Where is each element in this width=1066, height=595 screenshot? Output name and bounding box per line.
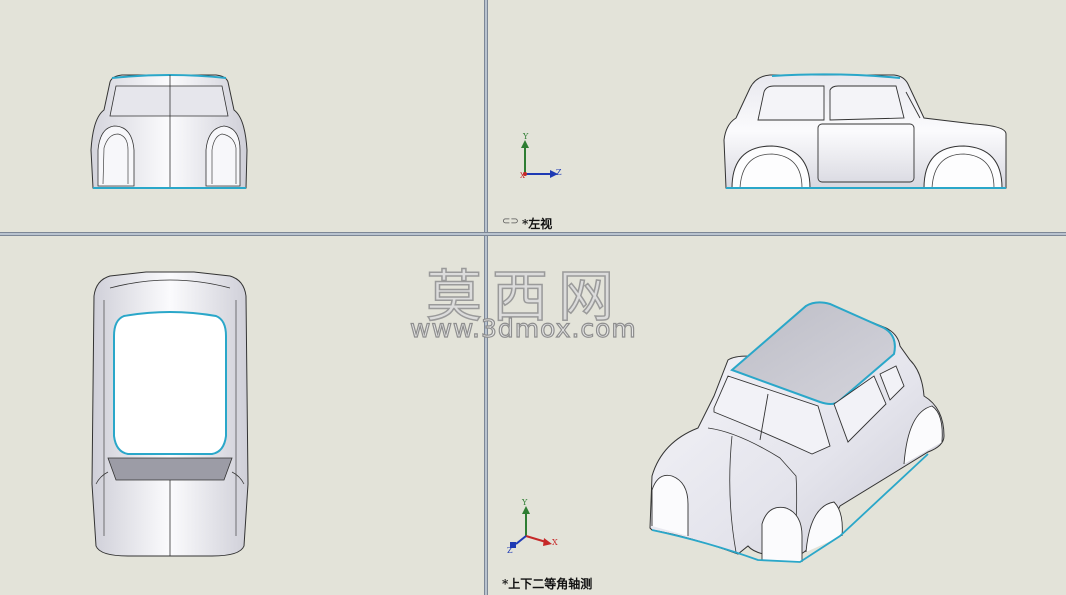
- viewport-dimetric[interactable]: Y Z X *上下二等角轴测: [488, 236, 1066, 595]
- axis-triad: [521, 140, 558, 178]
- triad-y-label: Y: [523, 132, 529, 141]
- triad-z-label: Z: [556, 168, 562, 177]
- car-dimetric-view: [510, 301, 945, 563]
- viewport-top[interactable]: [0, 236, 484, 595]
- triad-y-label: Y: [522, 498, 528, 507]
- car-front-view: [90, 74, 248, 189]
- car-side-view: [521, 73, 1007, 189]
- axis-triad: [510, 506, 552, 548]
- triad-x-label: X: [552, 538, 558, 547]
- triad-x-label: X: [520, 172, 525, 180]
- triad-z-label: Z: [507, 546, 513, 555]
- viewport-front[interactable]: [0, 0, 484, 232]
- car-top-view: [91, 271, 249, 557]
- viewport-left[interactable]: Y Z X ⊂⊃ *左视: [488, 0, 1066, 232]
- viewport-splitter-horizontal[interactable]: [0, 232, 1066, 236]
- view-label-left: *左视: [522, 217, 553, 231]
- link-icon[interactable]: ⊂⊃: [502, 216, 519, 227]
- viewport-splitter-vertical[interactable]: [484, 0, 488, 595]
- view-label-dimetric: *上下二等角轴测: [502, 577, 593, 591]
